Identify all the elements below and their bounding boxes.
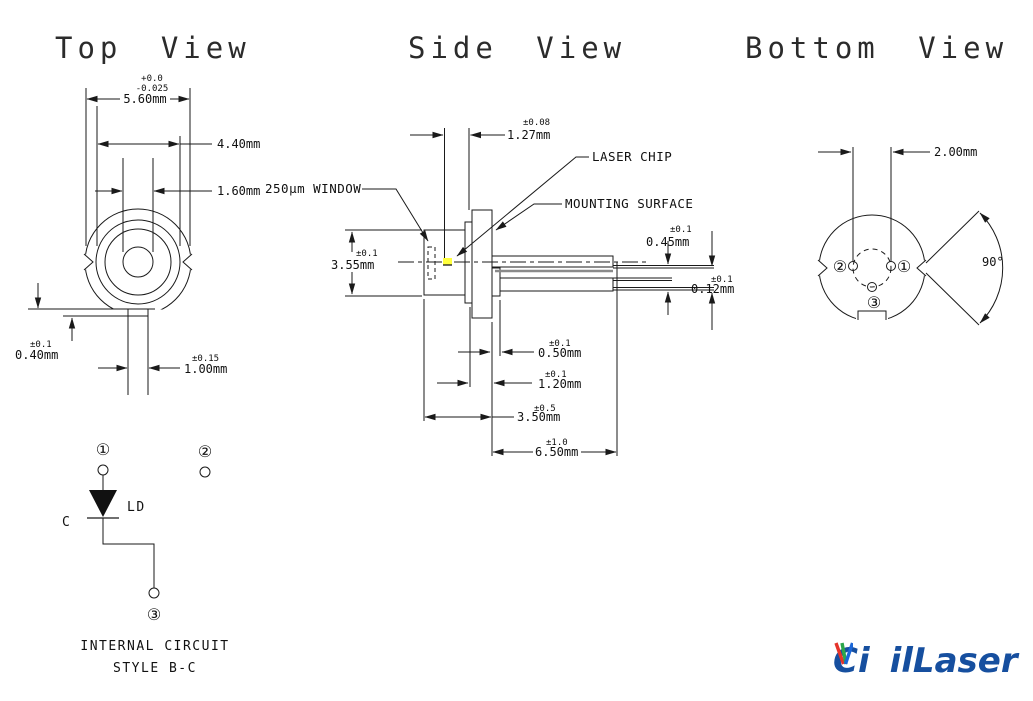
terminal-2 <box>199 466 211 478</box>
side-view: ±0.08 1.27mm 250µm WINDOW LASER CHIP MOU… <box>265 118 734 459</box>
dim-4-40: 4.40mm <box>217 137 260 151</box>
top-view: +0.0 -0.025 5.60mm 4.40mm 1.60mm <box>15 74 260 395</box>
pin-2-number: ② <box>833 257 847 276</box>
dim-1-27: 1.27mm <box>507 128 550 142</box>
tolerance-0-50: ±0.1 <box>549 339 571 349</box>
dim-6-50: 6.50mm <box>535 445 578 459</box>
bottom-view: ② ① ③ 2.00mm 90° <box>817 145 1004 326</box>
dim-0-12: 0.12mm <box>691 282 734 296</box>
terminal-1 <box>97 464 109 476</box>
dim-0-40: 0.40mm <box>15 348 58 362</box>
pin-3-number: ③ <box>867 293 881 312</box>
side-view-title: Side View <box>408 31 627 65</box>
civillaser-logo: Ci ilLaser <box>833 641 1018 681</box>
tolerance-6-50: ±1.0 <box>546 438 568 448</box>
laser-chip-highlight <box>443 258 452 265</box>
dim-2-00: 2.00mm <box>934 145 977 159</box>
cathode-label: C <box>62 515 71 530</box>
circuit-pin-3: ③ <box>147 605 161 624</box>
circuit-caption-line2: STYLE B-C <box>113 661 197 676</box>
tolerance-5-60-minus: -0.025 <box>136 84 169 94</box>
circuit-caption-line1: INTERNAL CIRCUIT <box>80 639 229 654</box>
dim-0-45: 0.45mm <box>646 235 689 249</box>
top-view-title: Top View <box>55 31 251 65</box>
window-label: 250µm WINDOW <box>265 181 361 196</box>
circuit-pin-1: ① <box>96 440 110 459</box>
terminal-3 <box>148 587 160 599</box>
tolerance-1-27: ±0.08 <box>523 118 550 128</box>
dim-3-55: 3.55mm <box>331 258 374 272</box>
dim-0-50: 0.50mm <box>538 346 581 360</box>
logo-v-rgb-icon <box>834 642 890 674</box>
laser-diode-symbol <box>89 490 117 517</box>
ld-label: LD <box>127 500 146 515</box>
pin-3-pad <box>867 282 877 292</box>
tolerance-1-20: ±0.1 <box>545 370 567 380</box>
pin-1-number: ① <box>897 257 911 276</box>
dim-1-60: 1.60mm <box>217 184 260 198</box>
window-outline <box>427 246 436 280</box>
dim-1-20: 1.20mm <box>538 377 581 391</box>
tolerance-5-60: +0.0 <box>141 74 163 84</box>
pin-2-pad <box>848 261 858 271</box>
mounting-surface-label: MOUNTING SURFACE <box>565 196 693 211</box>
laser-chip-label: LASER CHIP <box>592 149 672 164</box>
logo-suffix: ilLaser <box>889 641 1018 681</box>
dim-5-60: 5.60mm <box>123 92 166 106</box>
tolerance-0-12: ±0.1 <box>711 275 733 285</box>
pin-1-pad <box>886 261 896 271</box>
tolerance-3-50: ±0.5 <box>534 404 556 414</box>
tolerance-0-40: ±0.1 <box>30 340 52 350</box>
tolerance-0-45: ±0.1 <box>670 225 692 235</box>
tolerance-1-00: ±0.15 <box>192 354 219 364</box>
internal-circuit: ① ② LD C ③ INTERNAL CIRCUIT STYLE B-C <box>62 440 229 676</box>
circuit-pin-2: ② <box>198 442 212 461</box>
dim-90-deg: 90° <box>982 255 1004 269</box>
tolerance-3-55: ±0.1 <box>356 249 378 259</box>
dim-3-50: 3.50mm <box>517 410 560 424</box>
dim-1-00: 1.00mm <box>184 362 227 376</box>
bottom-view-title: Bottom View <box>745 31 1009 65</box>
